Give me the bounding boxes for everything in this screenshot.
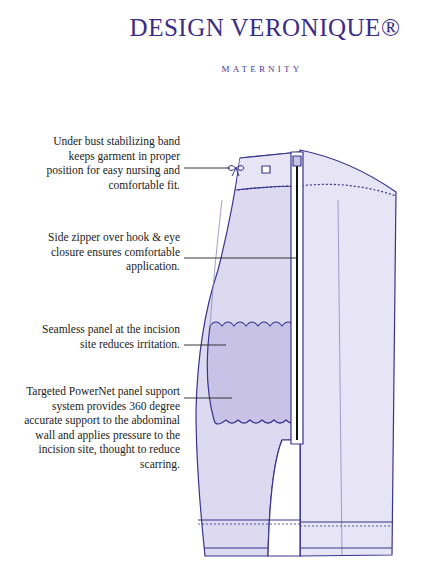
- callout-text: Seamless panel at the incision site redu…: [36, 322, 180, 351]
- callout-text: Side zipper over hook & eye closure ensu…: [36, 230, 180, 274]
- callout-text: Under bust stabilizing band keeps garmen…: [36, 134, 180, 192]
- brand-subtitle: MATERNITY: [222, 64, 303, 74]
- callout-text: Targeted PowerNet panel support system p…: [16, 384, 180, 471]
- brand-title: DESIGN VERONIQUE®: [130, 14, 401, 42]
